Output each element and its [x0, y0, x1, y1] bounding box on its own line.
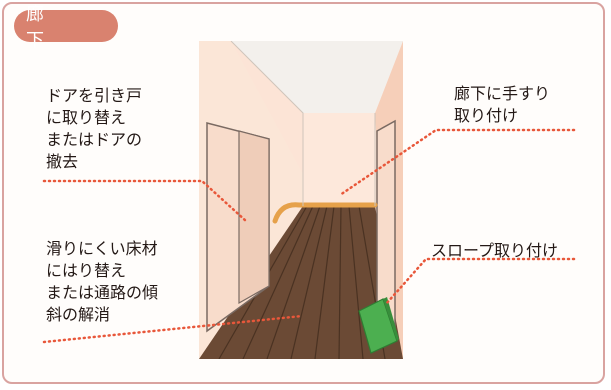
- left-door: [206, 122, 270, 333]
- label-floor: 滑りにくい床材 にはり替え または通路の傾 斜の解消: [46, 239, 159, 324]
- label-door: ドアを引き戸 に取り替え またはドアの 撤去: [46, 86, 143, 171]
- label-handrail: 廊下に手すり 取り付け: [454, 84, 551, 125]
- end-wall: [303, 113, 375, 206]
- floor-boards: [218, 205, 386, 359]
- leader-handrail: [338, 128, 576, 197]
- slope-ramp: [358, 297, 399, 354]
- leader-slope: [384, 257, 576, 306]
- handrail: [272, 202, 378, 224]
- title-badge: 廊 下: [14, 4, 118, 51]
- page-title: 廊 下: [26, 4, 90, 51]
- leader-door: [42, 179, 248, 223]
- leader-floor: [42, 314, 304, 344]
- ceiling: [231, 41, 403, 113]
- label-slope: スロープ取り付け: [431, 241, 559, 260]
